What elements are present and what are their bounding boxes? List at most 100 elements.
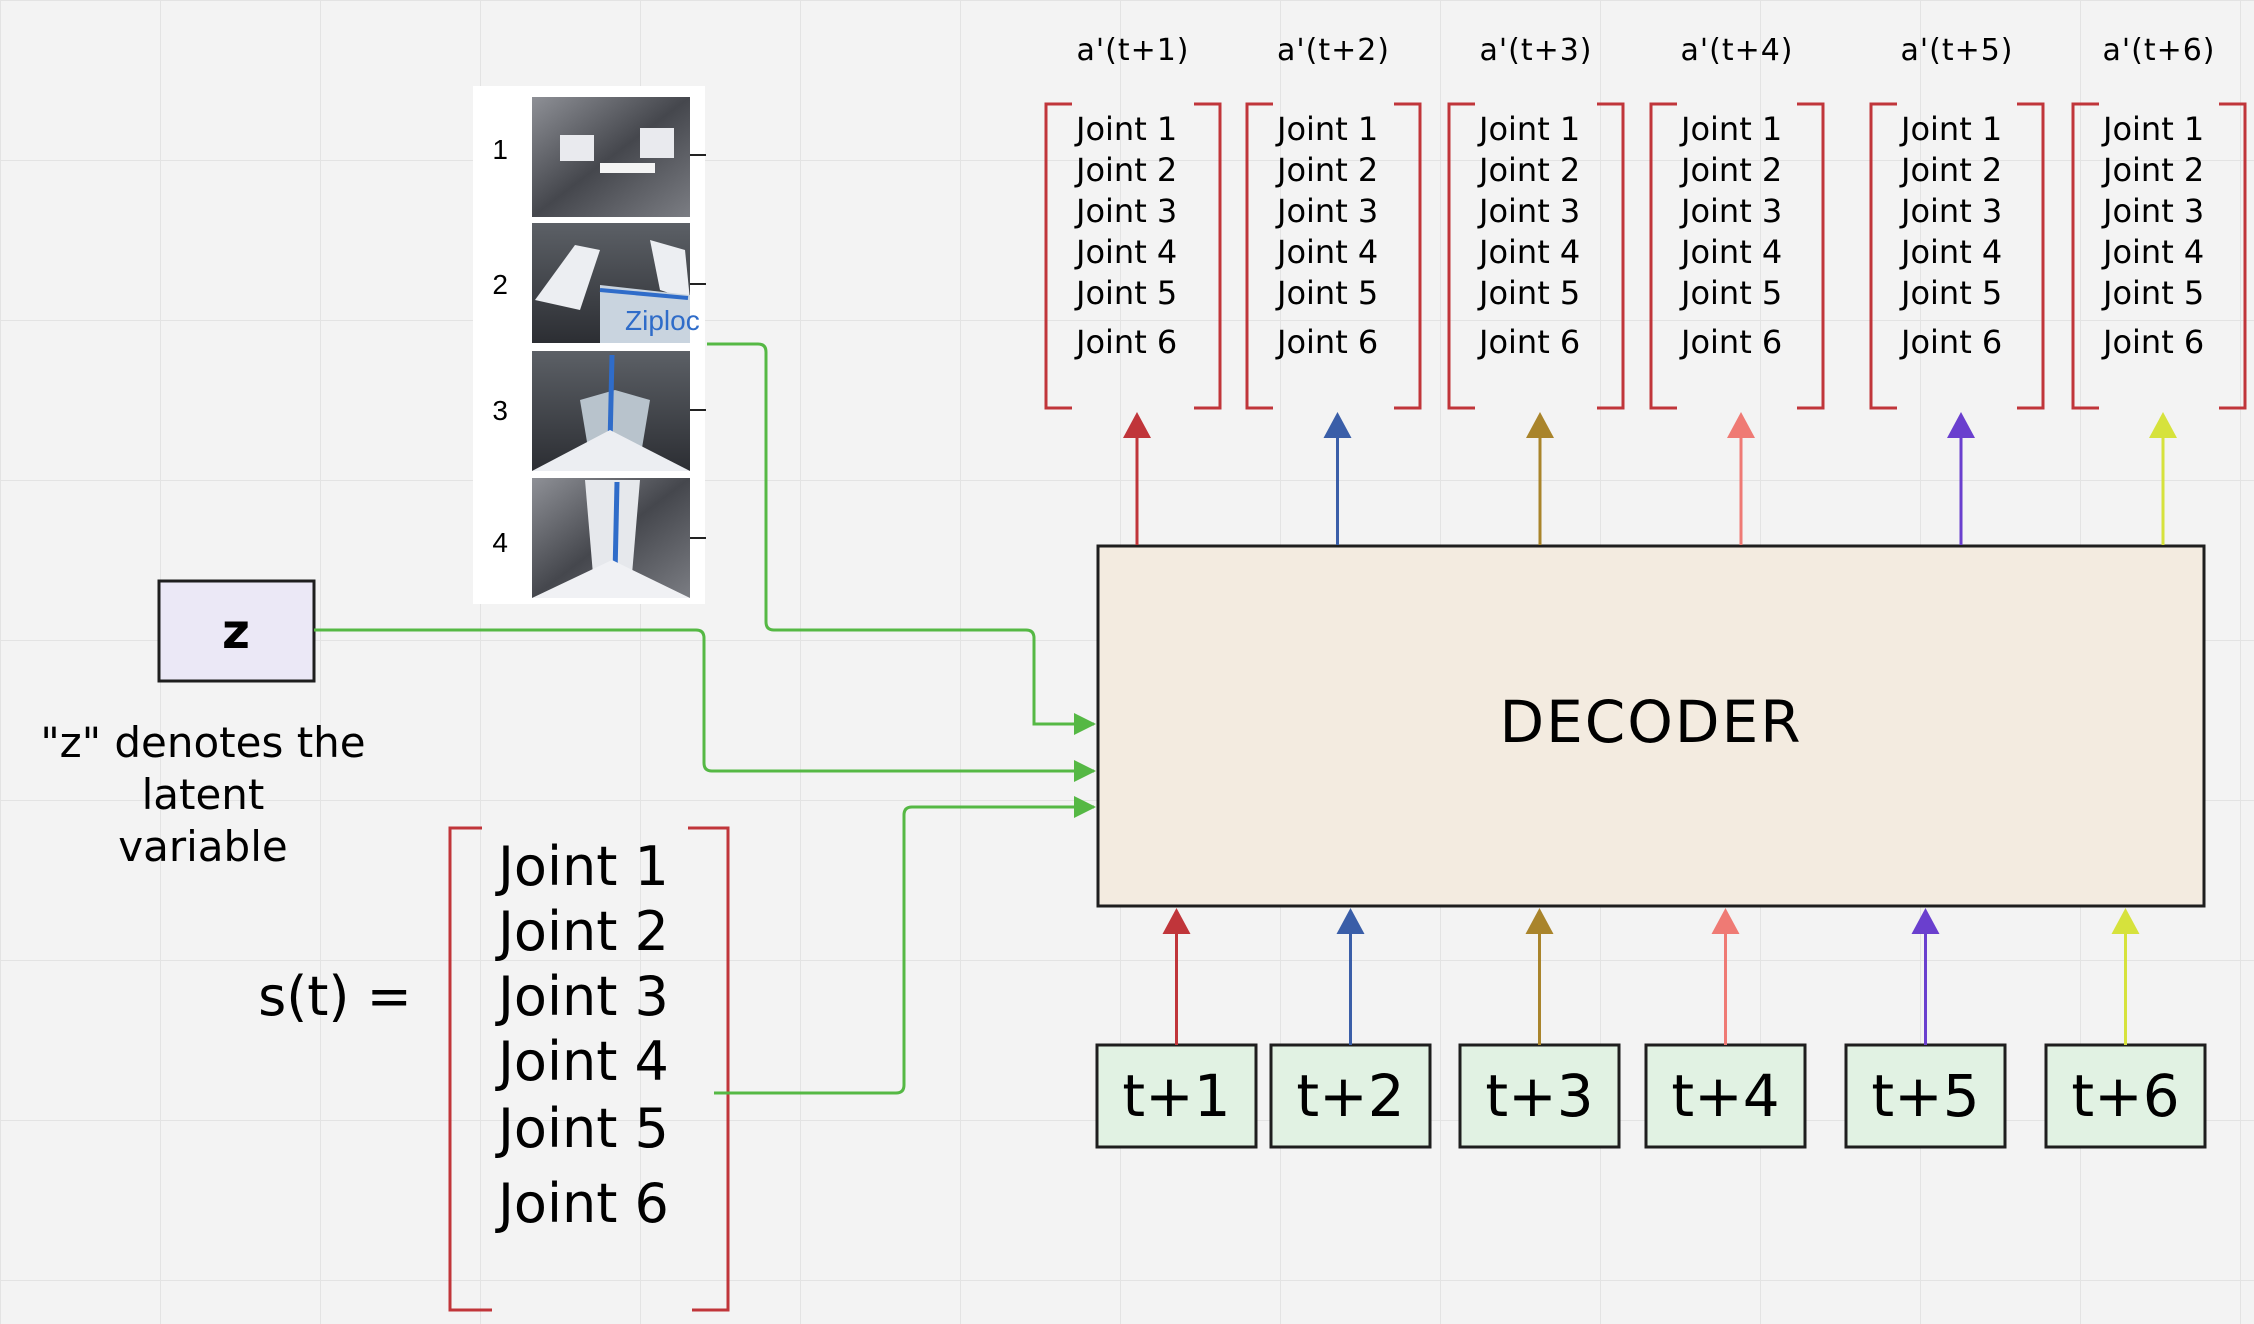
timestep-box-3 xyxy=(1458,1043,1621,1149)
output-bracket-left-1 xyxy=(1044,102,1072,410)
state-bracket-right xyxy=(688,826,730,1312)
state-joint-4: Joint 4 xyxy=(495,1030,669,1093)
output-3-joint-2: Joint 2 xyxy=(1477,151,1580,189)
state-joint-5: Joint 5 xyxy=(495,1097,669,1160)
output-6-joint-1: Joint 1 xyxy=(2101,110,2204,148)
timestep-label-3: t+3 xyxy=(1485,1062,1593,1130)
output-3-joint-4: Joint 4 xyxy=(1477,233,1580,271)
output-6-joint-3: Joint 3 xyxy=(2101,192,2204,230)
decoder-block: DECODER xyxy=(1096,544,2206,908)
timestep-box-5 xyxy=(1844,1043,2007,1149)
output-label-5: a'(t+5) xyxy=(1900,33,2013,68)
output-2-joint-1: Joint 1 xyxy=(1275,110,1378,148)
timestep-arrowhead-4 xyxy=(1711,908,1740,934)
latent-block: z "z" denotes the latent variable xyxy=(40,579,366,871)
output-1-joint-2: Joint 2 xyxy=(1074,151,1177,189)
output-5-joint-4: Joint 4 xyxy=(1899,233,2002,271)
output-3-joint-5: Joint 5 xyxy=(1477,274,1580,312)
state-vector: s(t) = Joint 1 Joint 2 Joint 3 Joint 4 J… xyxy=(258,826,730,1312)
timestep-box-2 xyxy=(1269,1043,1432,1149)
timestep-2: t+2 xyxy=(1269,908,1432,1149)
output-label-3: a'(t+3) xyxy=(1479,33,1592,68)
output-3-joint-6: Joint 6 xyxy=(1477,323,1580,361)
frame-1-object xyxy=(600,163,655,173)
output-5-joint-5: Joint 5 xyxy=(1899,274,2002,312)
timestep-4: t+4 xyxy=(1644,908,1807,1149)
timestep-label-1: t+1 xyxy=(1122,1062,1230,1130)
frame-4-number: 4 xyxy=(492,527,508,558)
state-to-decoder-connector xyxy=(714,805,1094,1095)
frame-3-gripper xyxy=(532,430,690,471)
timestep-box-4 xyxy=(1644,1043,1807,1149)
state-joint-2: Joint 2 xyxy=(495,900,669,963)
output-arrowhead-2 xyxy=(1323,412,1352,438)
output-bracket-right-5 xyxy=(2017,102,2045,410)
output-6-joint-5: Joint 5 xyxy=(2101,274,2204,312)
output-4-joint-3: Joint 3 xyxy=(1679,192,1782,230)
timestep-5: t+5 xyxy=(1844,908,2007,1149)
output-1-joint-1: Joint 1 xyxy=(1074,110,1177,148)
frame-3-zipper xyxy=(607,354,615,446)
output-arrowhead-4 xyxy=(1727,412,1755,438)
output-bracket-right-2 xyxy=(1394,102,1422,410)
image-frame-4: 4 xyxy=(492,478,706,598)
latent-to-decoder-connector xyxy=(314,628,1094,773)
timestep-label-2: t+2 xyxy=(1296,1062,1404,1130)
latent-note-line2: latent xyxy=(142,770,265,819)
frame-3-number: 3 xyxy=(492,395,508,426)
timestep-label-4: t+4 xyxy=(1671,1062,1779,1130)
output-bracket-left-6 xyxy=(2071,102,2099,410)
output-5-joint-1: Joint 1 xyxy=(1899,110,2002,148)
decoder-box xyxy=(1096,544,2206,908)
output-2-joint-5: Joint 5 xyxy=(1275,274,1378,312)
decoder-inputs xyxy=(314,342,1096,1095)
output-arrowhead-1 xyxy=(1123,412,1151,438)
output-1-joint-5: Joint 5 xyxy=(1074,274,1177,312)
frame-4-gripper xyxy=(532,560,690,598)
timestep-arrowhead-3 xyxy=(1525,908,1554,934)
state-joint-1: Joint 1 xyxy=(495,835,669,898)
timestep-3: t+3 xyxy=(1458,908,1621,1149)
frame-4-zipper xyxy=(612,481,620,576)
timestep-box-6 xyxy=(2044,1043,2207,1149)
frame-2-gripper-left xyxy=(535,245,600,310)
output-bracket-left-5 xyxy=(1869,102,1897,410)
state-joint-3: Joint 3 xyxy=(495,965,669,1028)
output-5-joint-2: Joint 2 xyxy=(1899,151,2002,189)
output-3-joint-1: Joint 1 xyxy=(1477,110,1580,148)
timestep-arrowhead-6 xyxy=(2111,908,2140,934)
frame-2-bag xyxy=(600,285,690,343)
output-3-joint-3: Joint 3 xyxy=(1477,192,1580,230)
output-bracket-left-2 xyxy=(1245,102,1273,410)
output-2-joint-4: Joint 4 xyxy=(1275,233,1378,271)
output-2-joint-3: Joint 3 xyxy=(1275,192,1378,230)
timestep-arrowhead-2 xyxy=(1336,908,1365,934)
output-6-joint-4: Joint 4 xyxy=(2101,233,2204,271)
output-arrowhead-5 xyxy=(1947,412,1975,438)
state-bracket-left xyxy=(448,826,492,1312)
output-4-joint-2: Joint 2 xyxy=(1679,151,1782,189)
output-arrowhead-6 xyxy=(2149,412,2177,438)
latent-z-box xyxy=(157,579,316,683)
image-strip: 1 Ziploc 2 3 4 xyxy=(473,86,706,604)
output-4-joint-6: Joint 6 xyxy=(1679,323,1782,361)
timestep-box-1 xyxy=(1095,1043,1258,1149)
output-6-joint-2: Joint 2 xyxy=(2101,151,2204,189)
state-to-decoder-arrowhead xyxy=(1074,796,1096,818)
output-1-joint-3: Joint 3 xyxy=(1074,192,1177,230)
state-label: s(t) = xyxy=(258,965,412,1028)
timestep-label-6: t+6 xyxy=(2071,1062,2179,1130)
output-1-joint-4: Joint 4 xyxy=(1074,233,1177,271)
output-6-joint-6: Joint 6 xyxy=(2101,323,2204,361)
output-label-6: a'(t+6) xyxy=(2102,33,2215,68)
image-frame-1: 1 xyxy=(492,97,706,217)
output-bracket-right-4 xyxy=(1797,102,1825,410)
latent-note-line3: variable xyxy=(118,822,287,871)
timestep-6: t+6 xyxy=(2044,908,2207,1149)
frame-2-gripper-right xyxy=(650,240,690,300)
output-bracket-right-1 xyxy=(1194,102,1222,410)
